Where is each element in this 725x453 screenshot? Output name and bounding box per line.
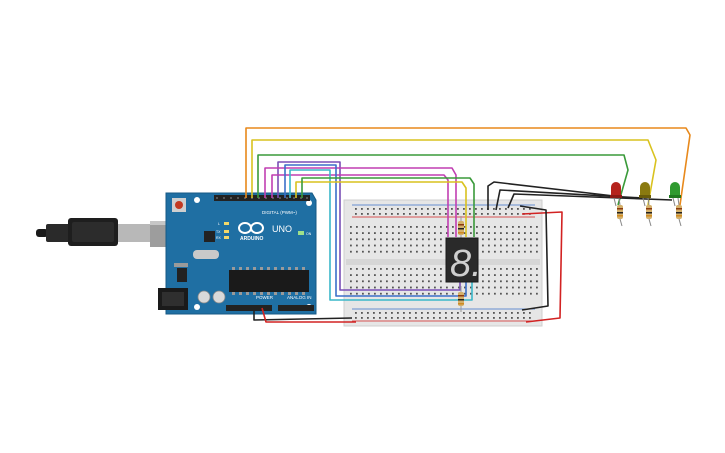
wires [245, 127, 691, 323]
wire-black-rail[interactable] [519, 205, 549, 311]
board-model: UNO [272, 224, 292, 234]
wire-red-5v[interactable] [261, 307, 356, 323]
mounting-hole [194, 304, 200, 310]
on-label: ON [306, 232, 312, 236]
wire-black-gnd[interactable] [253, 308, 353, 321]
wire-magenta[interactable] [271, 174, 449, 237]
center-channel [346, 259, 540, 265]
capacitor [197, 290, 211, 304]
wire-yellow-short[interactable] [295, 181, 467, 237]
led-green[interactable] [669, 182, 682, 227]
wire-green[interactable] [257, 154, 629, 206]
power-label: POWER [256, 295, 274, 300]
wire-red-rail[interactable] [521, 211, 563, 323]
wire-cyan[interactable] [289, 169, 473, 301]
analog-header [278, 305, 314, 311]
power-led [298, 231, 304, 235]
wire-black-led[interactable] [495, 189, 643, 211]
usb-chip [204, 231, 215, 242]
rx-label: RX [216, 236, 222, 240]
wire-green-short[interactable] [301, 177, 475, 237]
analog-label: ANALOG IN [287, 295, 312, 300]
resistor[interactable] [458, 286, 464, 312]
led-yellow[interactable] [639, 182, 652, 227]
wire-blue[interactable] [284, 164, 467, 297]
wire-magenta[interactable] [264, 167, 457, 237]
usb-cable[interactable] [36, 218, 186, 247]
breadboard[interactable] [343, 199, 543, 327]
wire-black-led[interactable] [487, 181, 615, 210]
power-header [226, 305, 272, 311]
crystal [193, 250, 219, 259]
tx-led [224, 230, 229, 233]
digital-header [214, 195, 310, 201]
display-digit: 8. [450, 243, 482, 285]
resistor[interactable] [458, 216, 464, 240]
l-led [224, 222, 229, 225]
arduino-logo-icon [238, 222, 264, 234]
wire-yellow[interactable] [251, 139, 657, 206]
regulator [177, 268, 187, 282]
l-label: L [218, 222, 220, 226]
atmega-chip [229, 270, 309, 292]
mounting-hole [194, 197, 200, 203]
wire-orange[interactable] [245, 127, 691, 206]
board-brand: ARDUINO [240, 236, 263, 242]
rx-led [224, 236, 229, 239]
arduino-uno-board[interactable]: DIGITAL (PWM~) L TX RX UNO ARDUINO ON [158, 192, 317, 315]
mounting-hole [306, 200, 312, 206]
seven-segment-display[interactable]: 8. [445, 237, 482, 285]
led-red[interactable] [610, 182, 623, 227]
capacitor [212, 290, 226, 304]
tx-label: TX [216, 230, 221, 234]
digital-label: DIGITAL (PWM~) [262, 210, 297, 215]
